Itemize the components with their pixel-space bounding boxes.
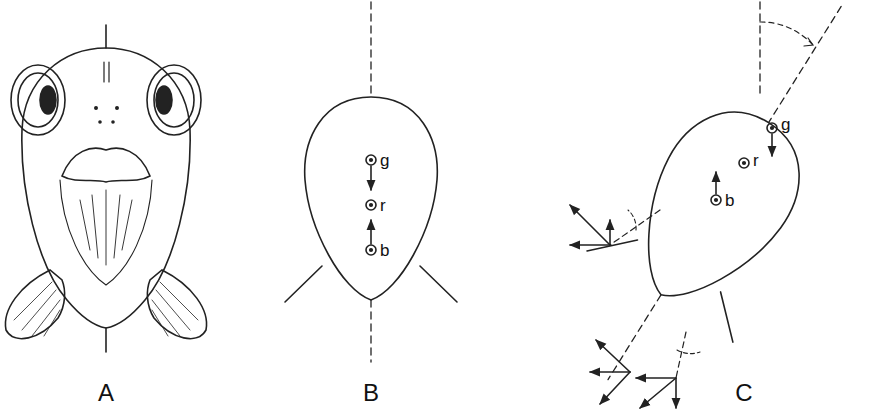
tilted-section (535, 0, 876, 417)
upright-section (285, 2, 457, 362)
point-label: r (753, 152, 759, 169)
point-label: g (380, 152, 389, 169)
panel-letter: C (735, 381, 752, 405)
point-label: g (781, 116, 790, 133)
fish-front-view (5, 25, 206, 352)
panel-letter: B (363, 381, 379, 405)
point-label: r (380, 197, 386, 214)
point-label: b (380, 242, 389, 259)
panel-letter: A (98, 381, 114, 405)
point-label: b (725, 192, 734, 209)
